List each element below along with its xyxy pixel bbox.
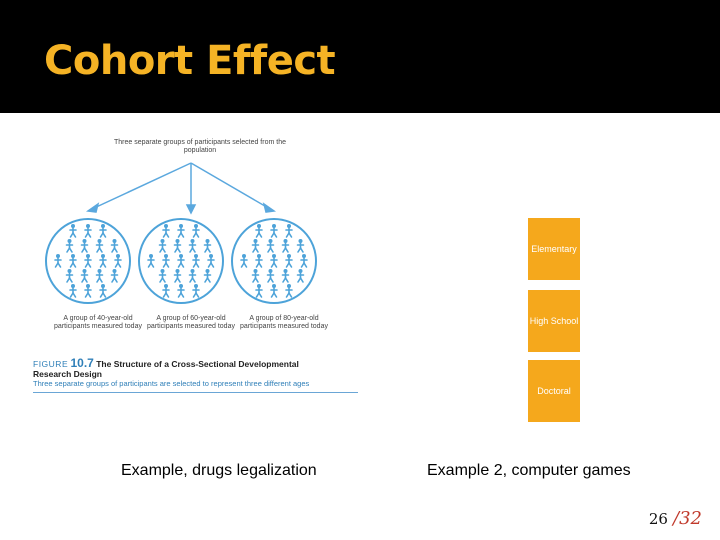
arrow-left-head	[85, 202, 100, 213]
person-icon	[203, 239, 212, 253]
person-icon	[69, 254, 77, 268]
person-icon	[158, 269, 167, 283]
page-current: 26	[648, 510, 668, 528]
person-icon	[251, 239, 260, 253]
person-icon	[240, 254, 248, 268]
person-icon	[158, 239, 167, 253]
person-icon	[177, 224, 185, 238]
person-icon	[255, 254, 263, 268]
person-icon	[266, 269, 275, 283]
person-icon	[173, 239, 182, 253]
participant-group-80	[231, 218, 317, 304]
caption-prefix: FIGURE	[33, 359, 69, 369]
person-icon	[285, 284, 293, 298]
example-drugs-legalization: Example, drugs legalization	[121, 462, 317, 479]
person-icon	[84, 254, 92, 268]
person-icon	[188, 269, 197, 283]
example-computer-games: Example 2, computer games	[427, 462, 631, 479]
person-icon	[300, 254, 308, 268]
person-icon	[296, 269, 305, 283]
slide-title: Cohort Effect	[44, 38, 336, 84]
group-label-80: A group of 80-year-old participants meas…	[240, 315, 328, 330]
person-icon	[188, 239, 197, 253]
person-icon	[162, 284, 170, 298]
participant-group-60	[138, 218, 224, 304]
person-icon	[162, 224, 170, 238]
person-icon	[255, 284, 263, 298]
cross-sectional-figure: Three separate groups of participants se…	[30, 133, 360, 403]
person-icon	[147, 254, 155, 268]
person-icon	[207, 254, 215, 268]
caption-title-2: Research Design	[33, 369, 102, 379]
caption-rule	[33, 392, 358, 393]
cohort-box-high-school: High School	[528, 290, 580, 352]
arrow-left	[91, 162, 192, 210]
person-icon	[54, 254, 62, 268]
slide-content	[0, 113, 720, 540]
person-icon	[192, 224, 200, 238]
page-number: 26 /32	[649, 508, 702, 529]
cohort-box-doctoral: Doctoral	[528, 360, 580, 422]
person-icon	[65, 269, 74, 283]
person-icon	[177, 284, 185, 298]
caption-title-1: The Structure of a Cross-Sectional Devel…	[96, 359, 299, 369]
person-icon	[80, 239, 89, 253]
arrow-right	[190, 162, 271, 210]
page-total: /32	[673, 508, 702, 529]
person-icon	[99, 284, 107, 298]
person-icon	[203, 269, 212, 283]
person-icon	[69, 284, 77, 298]
person-icon	[281, 269, 290, 283]
group-label-40: A group of 40-year-old participants meas…	[54, 315, 142, 330]
person-icon	[270, 284, 278, 298]
person-icon	[162, 254, 170, 268]
person-icon	[84, 224, 92, 238]
figure-caption: FIGURE 10.7 The Structure of a Cross-Sec…	[33, 356, 358, 393]
person-icon	[95, 239, 104, 253]
person-icon	[65, 239, 74, 253]
person-icon	[80, 269, 89, 283]
figure-diagram	[45, 162, 317, 304]
person-icon	[192, 254, 200, 268]
person-icon	[266, 239, 275, 253]
person-icon	[270, 224, 278, 238]
person-icon	[95, 269, 104, 283]
person-icon	[296, 239, 305, 253]
figure-top-text: Three separate groups of participants se…	[114, 139, 286, 154]
person-icon	[110, 269, 119, 283]
person-icon	[99, 224, 107, 238]
person-icon	[281, 239, 290, 253]
participant-group-40	[45, 218, 131, 304]
person-icon	[255, 224, 263, 238]
person-icon	[285, 224, 293, 238]
arrow-right-head	[262, 202, 277, 213]
person-icon	[251, 269, 260, 283]
person-icon	[69, 224, 77, 238]
arrow-middle-head	[185, 204, 197, 215]
person-icon	[84, 284, 92, 298]
person-icon	[192, 284, 200, 298]
person-icon	[270, 254, 278, 268]
person-icon	[285, 254, 293, 268]
group-label-60: A group of 60-year-old participants meas…	[147, 315, 235, 330]
person-icon	[99, 254, 107, 268]
cohort-box-elementary: Elementary	[528, 218, 580, 280]
person-icon	[114, 254, 122, 268]
caption-subtitle: Three separate groups of participants ar…	[33, 379, 310, 388]
caption-number: 10.7	[70, 356, 94, 370]
person-icon	[173, 269, 182, 283]
person-icon	[110, 239, 119, 253]
person-icon	[177, 254, 185, 268]
